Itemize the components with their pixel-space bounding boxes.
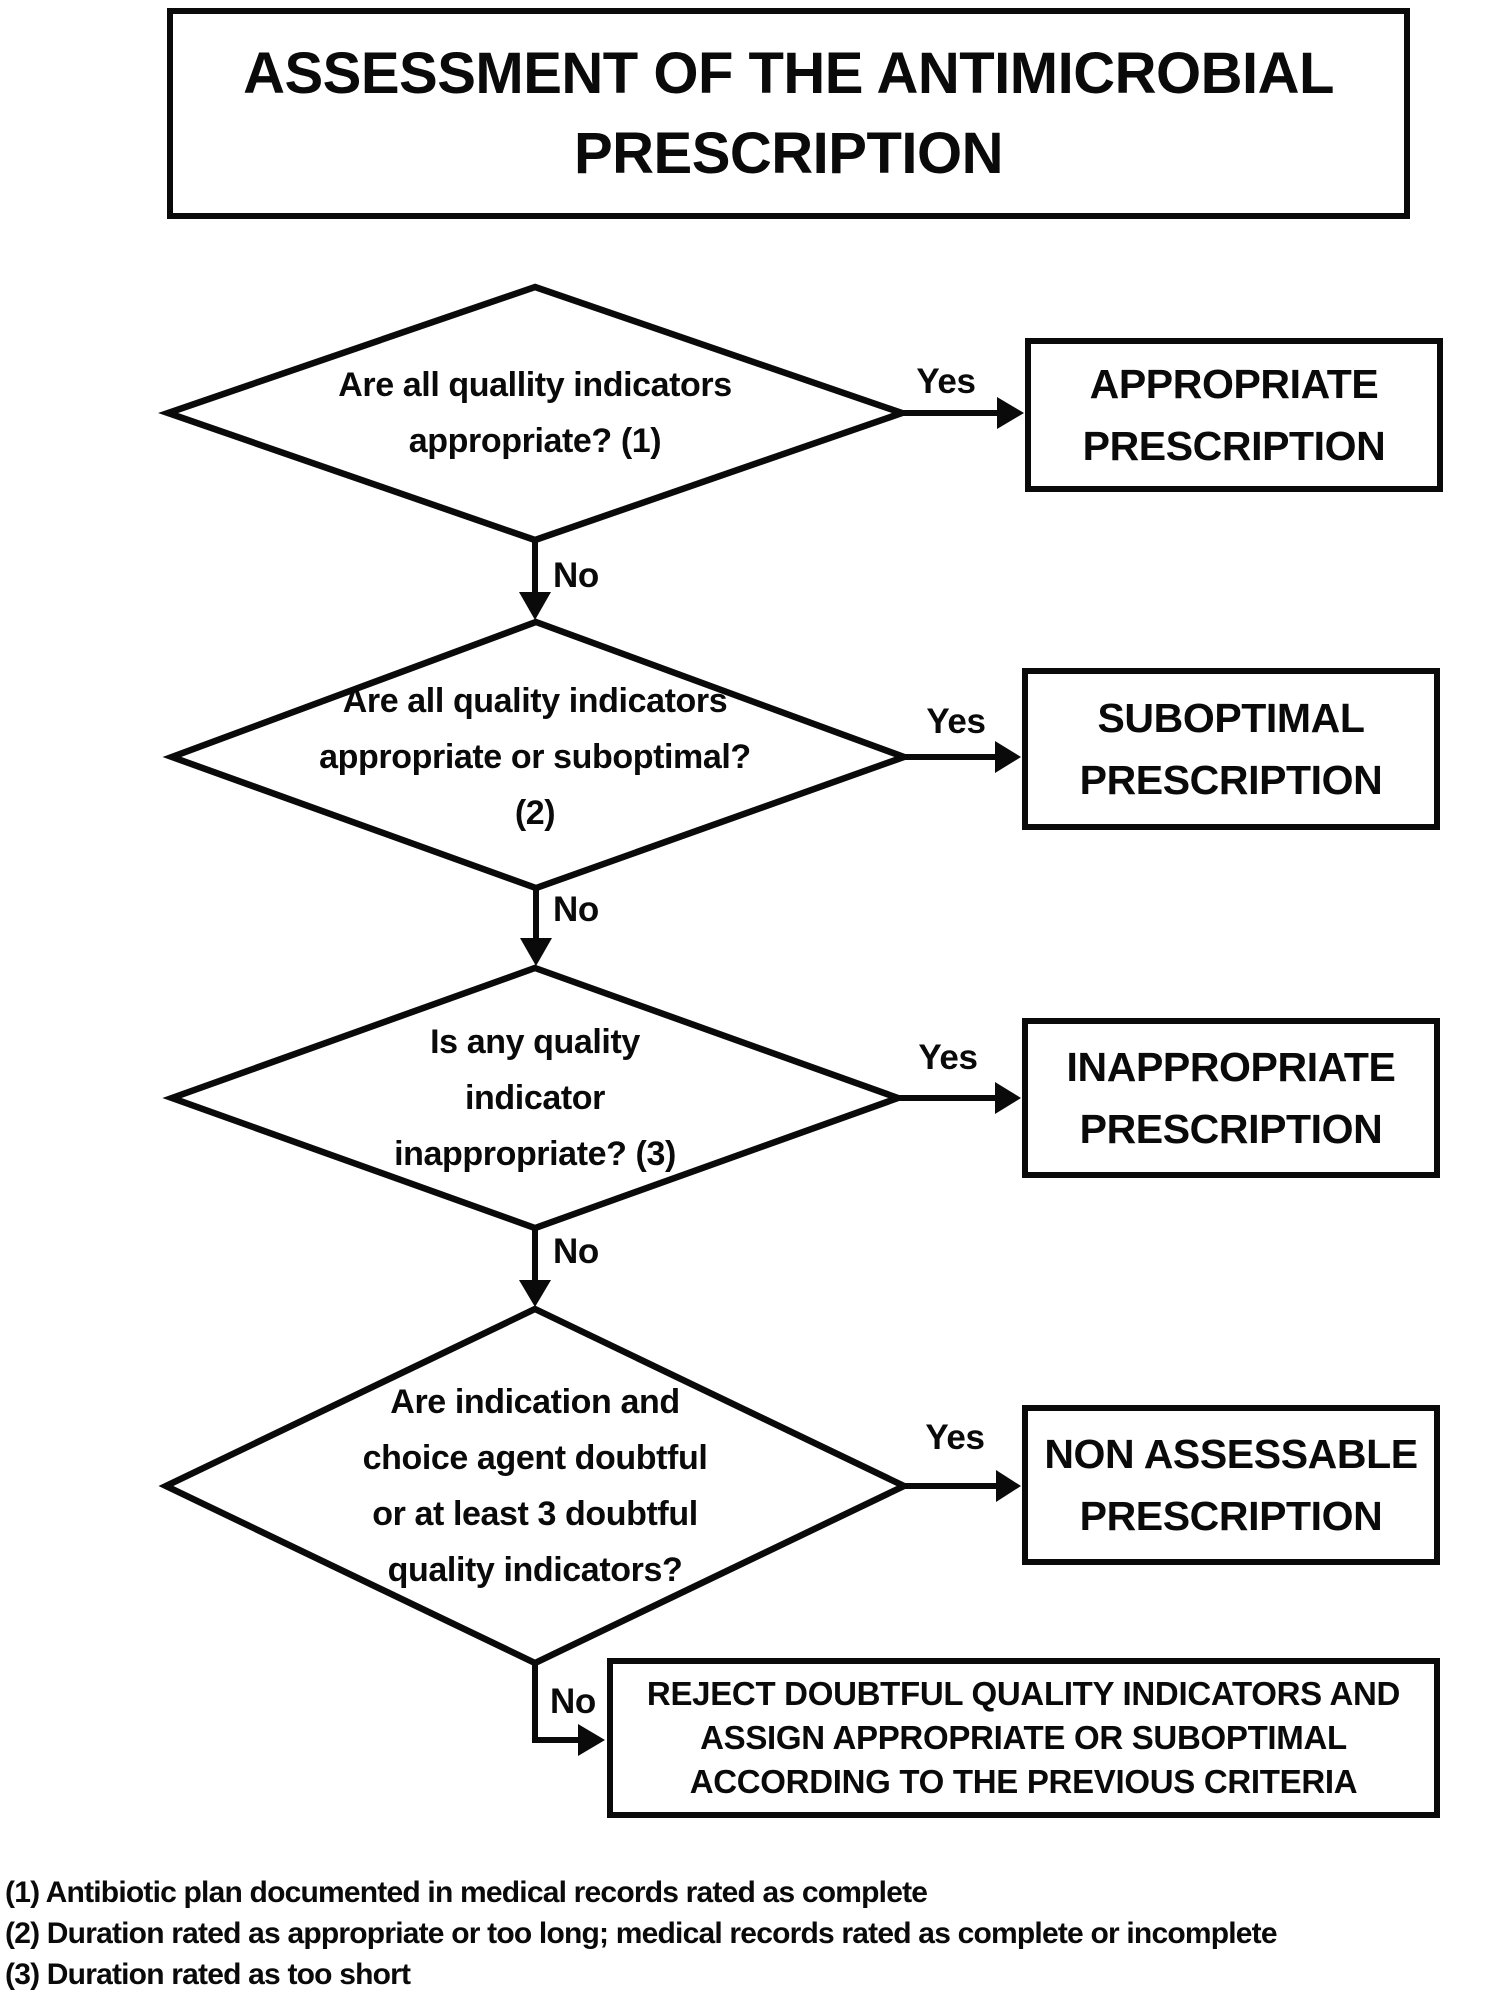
yes-label-3: Yes xyxy=(918,1038,978,1077)
yes-arrow-3 xyxy=(898,1082,1021,1114)
decision-4-line-2: choice agent doubtful xyxy=(362,1439,708,1477)
outcome-inappropriate-line-2: PRESCRIPTION xyxy=(1079,1106,1383,1152)
no-arrow-2 xyxy=(520,890,552,966)
outcome-suboptimal-line-1: SUBOPTIMAL xyxy=(1097,695,1365,741)
no-arrow-4 xyxy=(532,1665,605,1756)
outcome-non-assessable-line-1: NON ASSESSABLE xyxy=(1044,1431,1418,1477)
outcome-inappropriate-line-1: INAPPROPRIATE xyxy=(1066,1044,1396,1090)
footnotes: (1) Antibiotic plan documented in medica… xyxy=(5,1872,1505,1995)
yes-label-2: Yes xyxy=(926,702,986,741)
no-label-4: No xyxy=(550,1682,596,1721)
decision-1-label: Are all quallity indicators appropriate?… xyxy=(255,357,815,469)
decision-3-line-1: Is any quality xyxy=(430,1023,640,1061)
outcome-suboptimal-line-2: PRESCRIPTION xyxy=(1079,757,1383,803)
outcome-box-suboptimal: SUBOPTIMAL PRESCRIPTION xyxy=(1022,668,1440,830)
yes-arrow-4 xyxy=(904,1470,1021,1502)
outcome-reject-line-2: ASSIGN APPROPRIATE OR SUBOPTIMAL xyxy=(700,1719,1347,1756)
footnote-3: (3) Duration rated as too short xyxy=(5,1958,411,1991)
outcome-reject-line-3: ACCORDING TO THE PREVIOUS CRITERIA xyxy=(689,1763,1358,1800)
outcome-non-assessable-line-2: PRESCRIPTION xyxy=(1079,1493,1383,1539)
yes-label-1: Yes xyxy=(916,362,976,401)
decision-4-line-1: Are indication and xyxy=(390,1383,680,1421)
decision-3-label: Is any quality indicator inappropriate? … xyxy=(255,1014,815,1182)
decision-4-line-3: or at least 3 doubtful xyxy=(372,1495,698,1533)
no-label-1: No xyxy=(553,556,599,595)
decision-diamond-3 xyxy=(162,964,908,1232)
outcome-box-inappropriate: INAPPROPRIATE PRESCRIPTION xyxy=(1022,1018,1440,1178)
decision-2-line-2: appropriate or suboptimal? xyxy=(319,738,751,776)
outcome-box-non-assessable: NON ASSESSABLE PRESCRIPTION xyxy=(1022,1405,1440,1565)
footnote-1: (1) Antibiotic plan documented in medica… xyxy=(5,1876,928,1909)
page-title: ASSESSMENT OF THE ANTIMICROBIAL PRESCRIP… xyxy=(243,40,1334,186)
no-arrow-1 xyxy=(519,542,551,620)
decision-1-line-2: appropriate? (1) xyxy=(408,422,662,460)
outcome-box-reject-doubtful: REJECT DOUBTFUL QUALITY INDICATORS AND A… xyxy=(607,1658,1440,1818)
decision-diamond-2 xyxy=(162,618,914,892)
outcome-reject-line-1: REJECT DOUBTFUL QUALITY INDICATORS AND xyxy=(646,1675,1401,1712)
no-arrow-3 xyxy=(519,1230,551,1307)
decision-3-line-2: indicator xyxy=(465,1079,605,1117)
no-label-3: No xyxy=(553,1232,599,1271)
decision-2-line-3: (2) xyxy=(514,794,556,832)
decision-1-line-1: Are all quallity indicators xyxy=(338,366,732,404)
title-box: ASSESSMENT OF THE ANTIMICROBIAL PRESCRIP… xyxy=(167,8,1410,219)
decision-4-line-4: quality indicators? xyxy=(387,1551,683,1589)
yes-arrow-2 xyxy=(904,741,1021,773)
decision-3-line-3: inappropriate? (3) xyxy=(394,1135,676,1173)
no-label-2: No xyxy=(553,890,599,929)
yes-arrow-1 xyxy=(902,397,1024,429)
outcome-appropriate-line-1: APPROPRIATE xyxy=(1089,361,1379,407)
outcome-appropriate-line-2: PRESCRIPTION xyxy=(1082,423,1386,469)
decision-diamond-4 xyxy=(158,1305,912,1667)
footnote-2: (2) Duration rated as appropriate or too… xyxy=(5,1917,1278,1950)
decision-2-line-1: Are all quality indicators xyxy=(342,682,728,720)
outcome-box-appropriate: APPROPRIATE PRESCRIPTION xyxy=(1025,338,1443,492)
decision-diamond-1 xyxy=(158,283,912,544)
yes-label-4: Yes xyxy=(925,1418,985,1457)
decision-2-label: Are all quality indicators appropriate o… xyxy=(255,673,815,841)
decision-4-label: Are indication and choice agent doubtful… xyxy=(255,1374,815,1598)
